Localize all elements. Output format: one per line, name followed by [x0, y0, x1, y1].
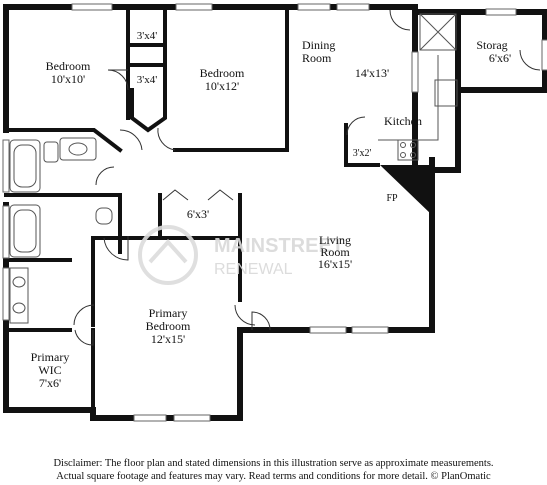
- disclaimer: Disclaimer: The floor plan and stated di…: [0, 457, 547, 483]
- dining-size: 14'x13': [355, 66, 389, 80]
- fireplace-label: FP: [386, 193, 398, 204]
- primary-bedroom-size: 12'x15': [151, 332, 185, 346]
- bedroom-2-name: Bedroom: [46, 59, 91, 73]
- kitchen-fixtures: [378, 13, 458, 161]
- bathroom-fixtures: [9, 137, 113, 324]
- primary-wic-size: 7'x6': [39, 376, 61, 390]
- closet-mid-size: 3'x4': [137, 74, 157, 86]
- living-size: 16'x15': [318, 257, 352, 271]
- kitchen-name: Kitchen: [384, 114, 422, 128]
- watermark-logo: MAINSTREET RENEWAL: [138, 225, 344, 285]
- disclaimer-line1: Disclaimer: The floor plan and stated di…: [53, 458, 494, 469]
- storage-name: Storag: [476, 38, 507, 52]
- dining-name-line1: Dining: [302, 38, 335, 52]
- watermark-line2: RENEWAL: [214, 261, 293, 278]
- windows: [2, 3, 547, 422]
- closet-top-size: 3'x4': [137, 30, 157, 42]
- room-labels: Bedroom 10'x10' 3'x4' 3'x4' Bedroom 10'x…: [31, 30, 512, 390]
- primary-wic-name-line1: Primary: [31, 350, 70, 364]
- primary-wic-name-line2: WIC: [38, 363, 61, 377]
- fireplace-shape: [380, 165, 432, 215]
- doors: [73, 9, 541, 346]
- watermark-line1: MAINSTREET: [214, 235, 344, 257]
- primary-bedroom-name-line2: Bedroom: [146, 319, 191, 333]
- disclaimer-line2: Actual square footage and features may v…: [56, 471, 491, 482]
- bedroom-3-size: 10'x12': [205, 79, 239, 93]
- bedroom-3-name: Bedroom: [200, 66, 245, 80]
- living-name-line1: Living: [319, 233, 351, 247]
- living-name-line2: Room: [320, 245, 350, 259]
- dining-name-line2: Room: [302, 51, 332, 65]
- bedroom-2-size: 10'x10': [51, 72, 85, 86]
- primary-bedroom-name-line1: Primary: [149, 306, 188, 320]
- closet-hall-size: 6'x3': [187, 207, 209, 221]
- pantry-size: 3'x2': [353, 148, 372, 159]
- storage-size: 6'x6': [489, 51, 511, 65]
